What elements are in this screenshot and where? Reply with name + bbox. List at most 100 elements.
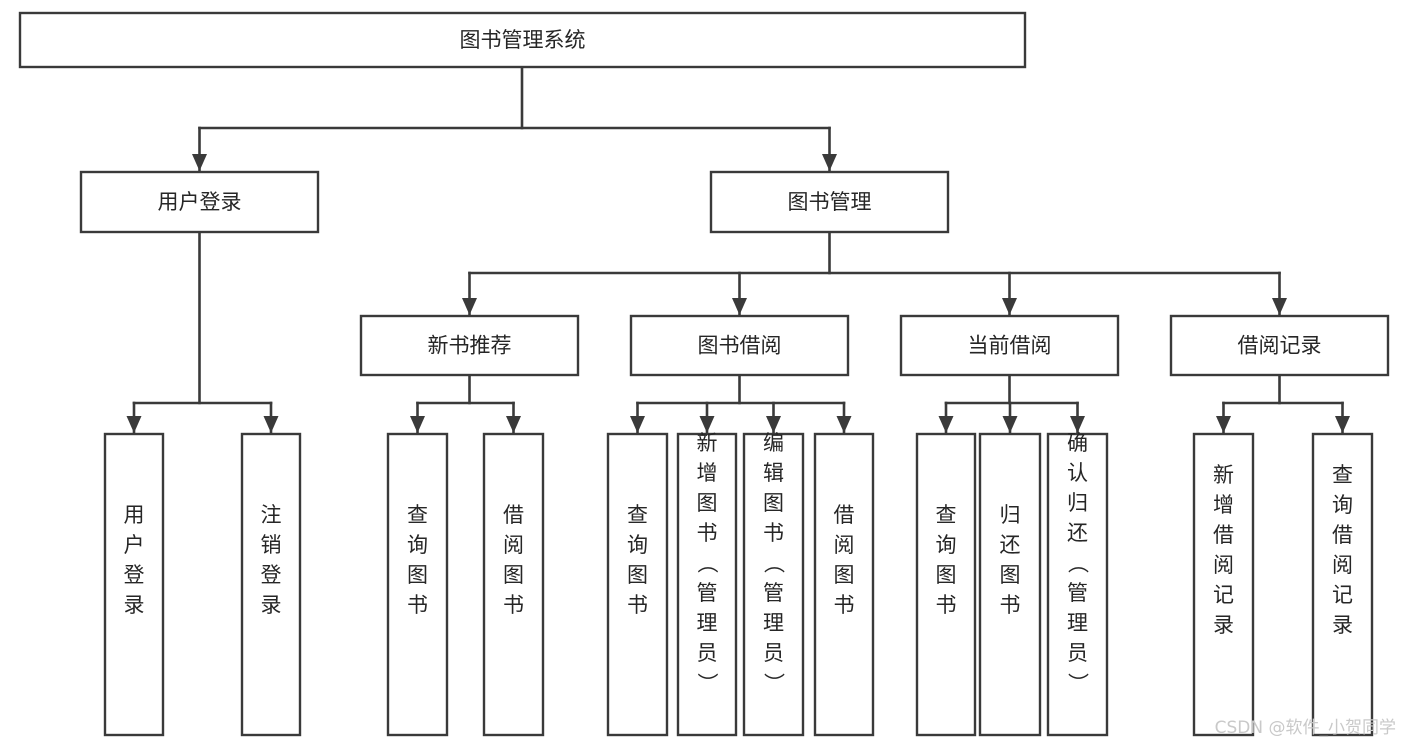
leaf-label-char: 编 xyxy=(763,431,784,455)
arrow-head-icon xyxy=(836,416,852,433)
leaf-label-char: 阅 xyxy=(1332,553,1353,577)
leaf-label-char: 阅 xyxy=(834,533,855,557)
level3-node-borrow-record[interactable]: 借阅记录 xyxy=(1169,314,1390,377)
level3-node-book-borrow[interactable]: 图书借阅 xyxy=(629,314,850,377)
leaf-label-char: 图 xyxy=(407,563,428,587)
leaf-label-char: 查 xyxy=(936,503,957,527)
level3-node-current-borrow[interactable]: 当前借阅 xyxy=(899,314,1120,377)
leaf-label-char: 查 xyxy=(407,503,428,527)
arrow-head-icon xyxy=(1070,416,1085,433)
leaf-label-char: 查 xyxy=(1332,463,1353,487)
leaf-label-char: 借 xyxy=(1213,523,1234,547)
node-rect xyxy=(606,432,669,737)
leaf-label-char: 注 xyxy=(261,503,282,527)
root-node-root[interactable]: 图书管理系统 xyxy=(18,11,1027,69)
level2-node-user-login[interactable]: 用户登录 xyxy=(79,170,320,234)
arrow-head-icon xyxy=(1002,416,1018,433)
node-rect xyxy=(240,432,302,737)
leaf-label-char: 图 xyxy=(503,563,524,587)
leaf-label-char: 员 xyxy=(763,641,784,665)
leaf-label-char: ） xyxy=(1066,673,1090,694)
node-rect xyxy=(899,314,1120,377)
leaf-label-char: 书 xyxy=(407,593,428,617)
node-label: 图书管理 xyxy=(788,190,872,214)
node-rect xyxy=(742,432,805,737)
arrow-head-icon xyxy=(1216,416,1231,433)
leaf-label-char: 理 xyxy=(697,611,718,635)
leaf-label-char: 书 xyxy=(697,521,718,545)
arrow-head-icon xyxy=(822,154,837,171)
node-rect xyxy=(79,170,320,234)
leaf-label-char: 员 xyxy=(697,641,718,665)
node-rect xyxy=(813,432,875,737)
leaf-label-char: 询 xyxy=(1332,493,1353,517)
leaf-label-char: 图 xyxy=(697,491,718,515)
node-label: 借阅记录 xyxy=(1238,334,1322,358)
leaf-label-char: 询 xyxy=(936,533,957,557)
node-rect xyxy=(676,432,738,737)
leaf-label-char: （ xyxy=(1066,553,1090,574)
leaf-label-char: 查 xyxy=(627,503,648,527)
node-rect xyxy=(482,432,545,737)
node-rect xyxy=(103,432,165,737)
leaf-label-char: 书 xyxy=(834,593,855,617)
arrow-head-icon xyxy=(938,416,954,433)
leaf-label-char: 书 xyxy=(763,521,784,545)
leaf-label-char: 登 xyxy=(261,563,282,587)
arrow-head-icon xyxy=(766,416,781,433)
leaf-label-char: 图 xyxy=(763,491,784,515)
level2-node-book-management[interactable]: 图书管理 xyxy=(709,170,950,234)
leaf-label-char: 借 xyxy=(503,503,524,527)
level3-node-new-book-recommend[interactable]: 新书推荐 xyxy=(359,314,580,377)
leaf-label-char: 新 xyxy=(1213,463,1234,487)
node-label: 图书借阅 xyxy=(698,334,782,358)
node-label: 用户登录 xyxy=(158,190,242,214)
node-rect xyxy=(1311,432,1374,737)
leaf-label-char: 图 xyxy=(936,563,957,587)
leaf-label-char: 图 xyxy=(834,563,855,587)
leaf-label-char: 管 xyxy=(763,581,784,605)
leaf-label-char: 录 xyxy=(1332,613,1353,637)
leaf-label-char: 员 xyxy=(1067,641,1088,665)
leaf-label-char: 书 xyxy=(1000,593,1021,617)
arrow-head-icon xyxy=(732,298,747,315)
leaf-label-char: 录 xyxy=(1213,613,1234,637)
leaf-label-char: 询 xyxy=(627,533,648,557)
leaf-label-char: 登 xyxy=(124,563,145,587)
arrow-head-icon xyxy=(192,154,207,171)
node-rect xyxy=(1169,314,1390,377)
arrow-head-icon xyxy=(1002,298,1017,315)
node-rect xyxy=(915,432,977,737)
leaf-label-char: 还 xyxy=(1000,533,1021,557)
node-label: 新书推荐 xyxy=(428,334,512,358)
leaf-label-char: （ xyxy=(695,553,719,574)
leaf-label-char: 书 xyxy=(503,593,524,617)
leaf-node-leaf-user-login[interactable]: 用户登录 xyxy=(103,432,165,737)
node-rect xyxy=(1192,432,1255,737)
leaf-label-char: 录 xyxy=(261,593,282,617)
leaf-label-char: 增 xyxy=(1213,493,1234,517)
node-rect xyxy=(978,432,1042,737)
leaf-label-char: 借 xyxy=(834,503,855,527)
leaf-label-char: 书 xyxy=(627,593,648,617)
leaf-label-char: 确 xyxy=(1067,431,1088,455)
arrow-head-icon xyxy=(410,416,425,433)
node-rect xyxy=(359,314,580,377)
leaf-label-char: 图 xyxy=(1000,563,1021,587)
leaf-label-char: （ xyxy=(762,553,786,574)
leaf-label-char: 增 xyxy=(697,461,718,485)
